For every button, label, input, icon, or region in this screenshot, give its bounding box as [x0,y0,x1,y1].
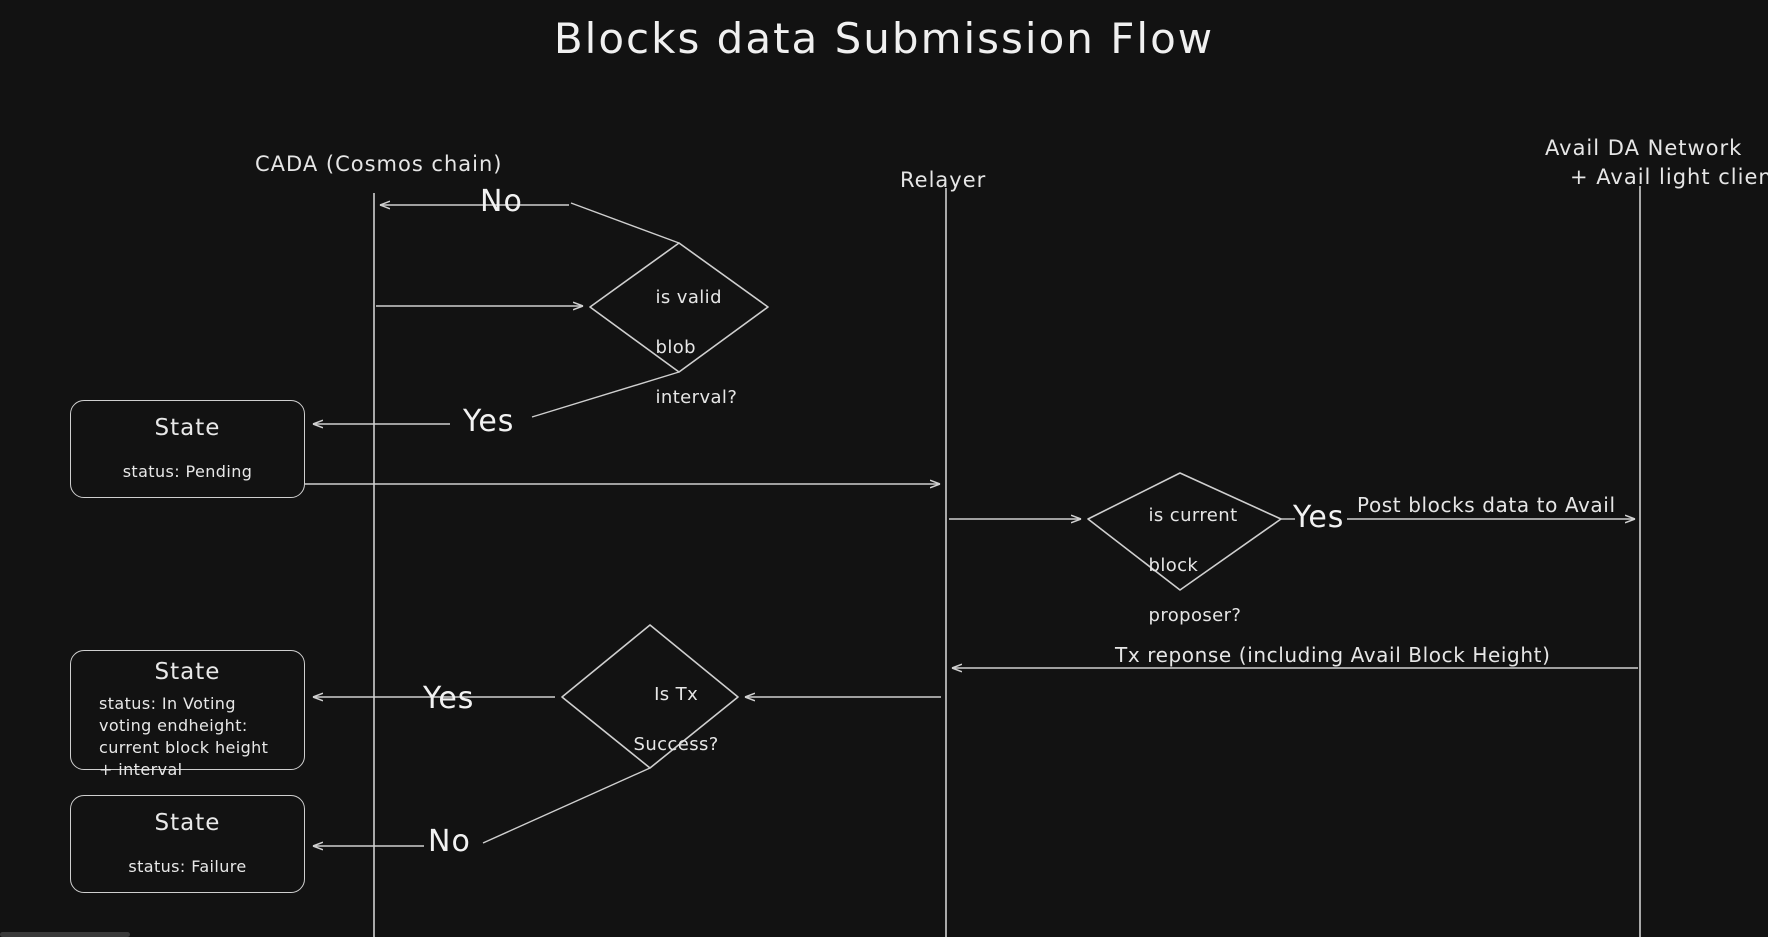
state-voting-title: State [154,659,221,685]
decision-valid-blob-line3: interval? [655,387,738,408]
state-pending-title: State [154,415,221,441]
decision-tx-line1: Is Tx [654,684,699,705]
state-failure-status: status: Failure [128,857,247,876]
decision-proposer-line1: is current [1148,505,1238,526]
state-voting-line-1: voting endheight: [99,716,248,735]
decision-tx-success-label: Is Tx Success? [609,657,719,782]
edge-label-no-top: No [480,184,523,219]
connector-diamond-to-no-label [570,202,680,244]
edge-label-yes-tx-success: Yes [423,681,475,716]
lifeline-label-relayer: Relayer [900,168,987,192]
decision-proposer-line2: block [1148,555,1199,576]
edge-label-tx-response: Tx reponse (including Avail Block Height… [1115,643,1551,667]
decision-tx-line2: Success? [633,734,719,755]
lifeline-label-avail-line1: Avail DA Network [1545,136,1743,160]
decision-proposer-line3: proposer? [1148,605,1242,626]
edge-label-no-tx-success: No [428,824,471,859]
decision-valid-blob-interval-label: is valid blob interval? [631,260,737,435]
state-voting-line-0: status: In Voting [99,694,236,713]
edge-label-yes-valid-blob: Yes [463,404,515,439]
state-voting-line-3: + interval [99,760,183,779]
horizontal-scrollbar[interactable] [0,932,130,937]
state-box-in-voting: State status: In Voting voting endheight… [70,650,305,779]
edge-label-post-blocks-data: Post blocks data to Avail [1357,493,1616,517]
state-box-failure: State status: Failure [70,795,305,893]
lifeline-label-avail-line2: + Avail light client [1570,165,1768,189]
state-voting-body: status: In Voting voting endheight: curr… [99,693,268,781]
state-failure-title: State [154,810,221,836]
state-voting-line-2: current block height [99,738,269,757]
state-pending-status: status: Pending [122,462,253,481]
state-box-pending: State status: Pending [70,400,305,498]
page-title: Blocks data Submission Flow [553,14,1215,63]
edge-label-yes-proposer: Yes [1293,500,1345,535]
decision-valid-blob-line2: blob [655,337,696,358]
decision-valid-blob-line1: is valid [655,287,722,308]
decision-current-block-proposer-label: is current block proposer? [1124,478,1241,653]
lifeline-label-cada: CADA (Cosmos chain) [255,152,503,176]
